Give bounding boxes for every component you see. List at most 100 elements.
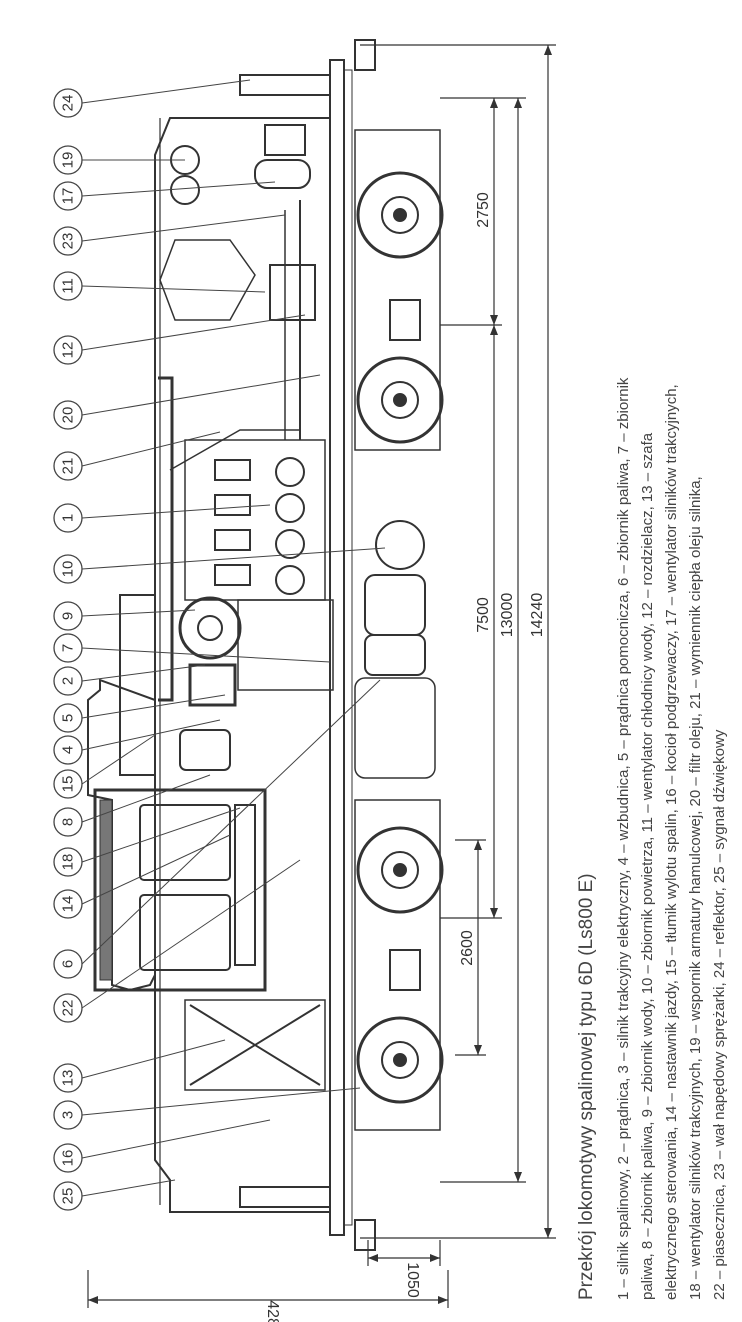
callout-circle <box>53 1063 83 1093</box>
callout-circle <box>53 769 83 799</box>
callout-circle <box>53 703 83 733</box>
callout-leader-line <box>81 719 221 751</box>
callout-number: 20 <box>60 407 77 424</box>
callout-3: 3 <box>53 1087 361 1130</box>
callout-circle <box>53 666 83 696</box>
callout-leader-line <box>81 1087 361 1116</box>
callout-25: 25 <box>53 1179 176 1211</box>
callout-number: 15 <box>60 776 77 793</box>
callout-number: 25 <box>60 1188 77 1205</box>
dim-1050: 1050 <box>404 1262 421 1298</box>
callout-20: 20 <box>53 374 321 430</box>
callout-number: 22 <box>60 1000 77 1017</box>
callout-circle <box>53 88 83 118</box>
callout-number: 23 <box>60 233 77 250</box>
callout-leader-line <box>81 79 251 104</box>
callout-leader-line <box>81 1119 271 1159</box>
caption-line-1: 1 – silnik spalinowy, 2 – prądnica, 3 – … <box>615 377 632 1300</box>
callout-number: 4 <box>60 746 77 754</box>
dim-2750: 2750 <box>475 192 492 228</box>
callout-number: 5 <box>60 714 77 722</box>
callout-8: 8 <box>53 774 211 837</box>
callout-leader-line <box>81 859 301 1009</box>
callout-2: 2 <box>53 664 206 696</box>
callout-12: 12 <box>53 314 306 365</box>
callout-number: 17 <box>60 188 77 205</box>
callout-leader-line <box>81 374 321 416</box>
callout-circle <box>53 181 83 211</box>
callout-number: 9 <box>60 612 77 620</box>
callout-leader-line <box>81 181 276 197</box>
caption: Przekrój lokomotywy spalinowej typu 6D (… <box>576 377 728 1300</box>
callout-14: 14 <box>53 834 231 919</box>
callout-circle <box>53 807 83 837</box>
callout-number: 18 <box>60 854 77 871</box>
caption-line-3: elektrycznego sterowania, 14 – nastawnik… <box>663 384 680 1300</box>
callout-leader-line <box>81 734 156 785</box>
callout-number: 14 <box>60 896 77 913</box>
dim-4280: 4280 <box>264 1300 281 1322</box>
dim-13000: 13000 <box>499 593 516 638</box>
callout-24: 24 <box>53 79 251 118</box>
callout-number: 3 <box>60 1111 77 1119</box>
callout-19: 19 <box>53 145 185 175</box>
dim-7500: 7500 <box>475 597 492 633</box>
caption-line-4: 18 – wentylator silników trakcyjnych, 19… <box>687 476 704 1300</box>
callout-4: 4 <box>53 719 221 765</box>
callout-number: 10 <box>60 561 77 578</box>
callout-circle <box>53 503 83 533</box>
callout-leader-line <box>81 504 271 519</box>
callout-number: 21 <box>60 458 77 475</box>
dim-2600: 2600 <box>459 930 476 966</box>
callout-number: 13 <box>60 1070 77 1087</box>
callout-circle <box>53 226 83 256</box>
callout-18: 18 <box>53 807 241 877</box>
callout-leader-line <box>81 1039 226 1079</box>
callout-11: 11 <box>53 271 266 301</box>
callout-22: 22 <box>53 859 301 1023</box>
callout-number: 19 <box>60 152 77 169</box>
dim-14240: 14240 <box>529 593 546 638</box>
callout-number: 7 <box>60 644 77 652</box>
callout-circle <box>53 889 83 919</box>
callout-circle <box>53 949 83 979</box>
caption-title: Przekrój lokomotywy spalinowej typu 6D (… <box>576 873 597 1300</box>
callout-circle <box>53 554 83 584</box>
callout-number: 6 <box>60 960 77 968</box>
callout-circle <box>53 1143 83 1173</box>
callout-leader-line <box>81 314 306 351</box>
callout-16: 16 <box>53 1119 271 1173</box>
callout-circle <box>53 145 83 175</box>
callout-circle <box>53 451 83 481</box>
callout-group: 2419172311122021110972541581814622133162… <box>53 79 386 1211</box>
callout-leader-line <box>81 609 196 617</box>
callout-circle <box>53 993 83 1023</box>
callout-5: 5 <box>53 694 226 733</box>
callout-leader-line <box>81 431 221 467</box>
callout-leader-line <box>81 1179 176 1197</box>
callout-7: 7 <box>53 633 331 663</box>
callout-number: 24 <box>60 95 77 112</box>
callout-13: 13 <box>53 1039 226 1093</box>
callout-leader-line <box>81 647 331 663</box>
callout-leader-line <box>81 214 286 242</box>
callout-leader-line <box>81 774 211 823</box>
callout-circle <box>53 735 83 765</box>
callout-number: 8 <box>60 818 77 826</box>
callout-6: 6 <box>53 679 381 979</box>
callout-circle <box>53 335 83 365</box>
callout-leader-line <box>81 285 266 293</box>
callout-circle <box>53 633 83 663</box>
callout-number: 1 <box>60 514 77 522</box>
caption-line-2: paliwa, 8 – zbiornik paliwa, 9 – zbiorni… <box>639 432 656 1300</box>
callout-circle <box>53 847 83 877</box>
callout-21: 21 <box>53 431 221 481</box>
callout-leader-line <box>81 679 381 965</box>
callout-number: 2 <box>60 677 77 685</box>
callout-15: 15 <box>53 734 156 799</box>
callout-10: 10 <box>53 547 386 584</box>
dimension-lines <box>87 44 556 1308</box>
callout-17: 17 <box>53 181 276 211</box>
callout-leader-line <box>81 664 206 682</box>
